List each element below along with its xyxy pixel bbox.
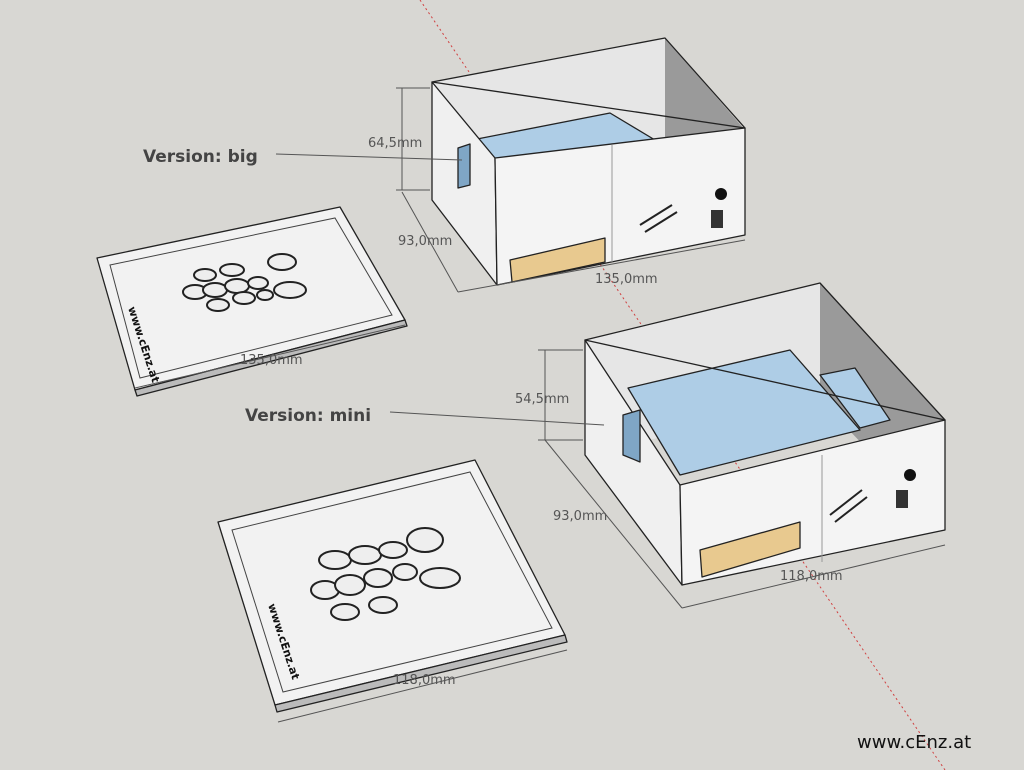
gpio-connector <box>509 237 606 283</box>
dim-mini-width: 118,0mm <box>780 569 843 584</box>
big-lid: www.cEnz.at <box>96 206 408 397</box>
pi-board <box>627 349 861 476</box>
gpio-connector <box>699 521 801 578</box>
label-version-big: Version: big <box>143 147 258 167</box>
dim-mini-depth: 93,0mm <box>553 509 607 524</box>
dim-big-lid-width: 135,0mm <box>240 353 303 368</box>
dim-big-height: 64,5mm <box>368 136 422 151</box>
dim-big-depth: 93,0mm <box>398 234 452 249</box>
raspberry-logo <box>182 253 307 312</box>
big-box <box>431 37 746 286</box>
dimension-lines <box>134 87 946 723</box>
label-version-mini: Version: mini <box>245 406 371 426</box>
dim-mini-height: 54,5mm <box>515 392 569 407</box>
mini-box <box>584 282 946 586</box>
dim-big-width: 135,0mm <box>595 272 658 287</box>
watermark: www.cEnz.at <box>857 732 971 753</box>
raspberry-logo <box>310 527 461 621</box>
dim-mini-lid-width: 118,0mm <box>393 673 456 688</box>
mini-lid: www.cEnz.at <box>217 459 568 713</box>
